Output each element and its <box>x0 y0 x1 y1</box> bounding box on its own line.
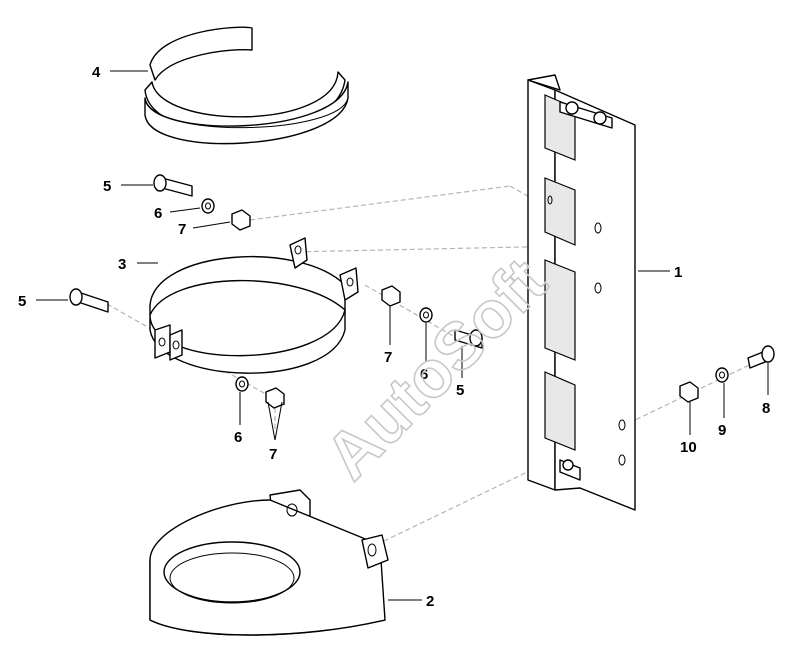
callout-6-lower: 6 <box>234 429 242 446</box>
washer-right <box>715 367 729 383</box>
bolt-left <box>69 288 109 313</box>
callout-1: 1 <box>674 264 682 281</box>
bolt-top-left <box>153 174 193 197</box>
callout-8: 8 <box>762 400 770 417</box>
callout-6-middle: 6 <box>420 366 428 383</box>
nut-right <box>679 381 699 403</box>
nut-lower-left <box>265 387 285 409</box>
callout-5-middle: 5 <box>456 382 464 399</box>
part-upper-band <box>144 26 349 145</box>
bolt-middle <box>454 329 483 349</box>
callout-9: 9 <box>718 422 726 439</box>
callout-5-left: 5 <box>18 293 26 310</box>
callout-7-top: 7 <box>178 221 186 238</box>
callout-6-top: 6 <box>154 205 162 222</box>
callout-10: 10 <box>680 439 697 456</box>
washer-lower-left <box>235 376 249 392</box>
callouts: 1 2 3 4 5 5 5 6 6 6 7 7 7 8 9 10 <box>18 64 770 610</box>
callout-4: 4 <box>92 64 101 81</box>
washer-top <box>201 198 215 214</box>
callout-7-lower: 7 <box>269 446 277 463</box>
callout-2: 2 <box>426 593 434 610</box>
part-vertical-bracket <box>527 74 636 511</box>
part-clamp-band <box>149 237 359 374</box>
washer-middle <box>419 307 433 323</box>
part-lower-cradle <box>149 489 389 636</box>
bolt-right <box>747 345 775 369</box>
callout-7-middle: 7 <box>384 349 392 366</box>
nut-top <box>231 209 251 231</box>
callout-5-top: 5 <box>103 178 111 195</box>
nut-middle <box>381 285 401 307</box>
callout-3: 3 <box>118 256 126 273</box>
leader-lines <box>36 70 769 601</box>
